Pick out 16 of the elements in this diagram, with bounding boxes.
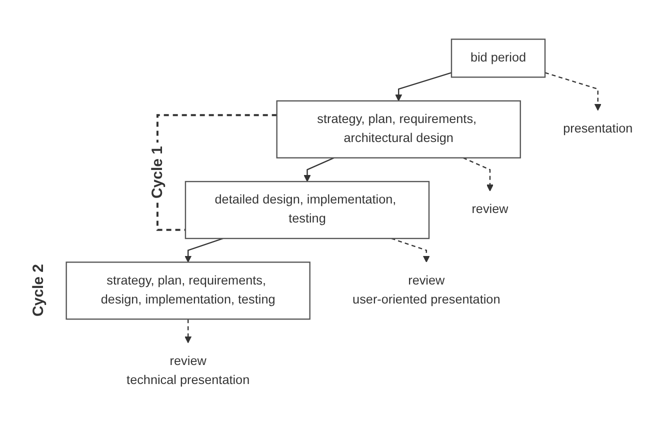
node-text: review bbox=[472, 202, 508, 216]
cycle-label: Cycle 1 bbox=[150, 143, 165, 202]
arrow bbox=[395, 72, 452, 102]
node-text: presentation bbox=[563, 122, 633, 136]
arrow bbox=[462, 157, 494, 192]
node-box: detailed design, implementation, testing bbox=[184, 180, 430, 240]
node-box: strategy, plan, requirements, design, implementation, testing bbox=[66, 262, 310, 320]
node-box: strategy, plan, requirements, architectural design bbox=[276, 100, 521, 158]
arrow bbox=[544, 72, 602, 111]
node-text: review technical presentation bbox=[126, 354, 250, 388]
arrow bbox=[184, 238, 224, 263]
node-box: bid period bbox=[450, 38, 546, 78]
arrow bbox=[391, 238, 430, 263]
node-text: review user-oriented presentation bbox=[352, 274, 500, 306]
arrow bbox=[304, 157, 334, 182]
arrow bbox=[184, 319, 192, 344]
